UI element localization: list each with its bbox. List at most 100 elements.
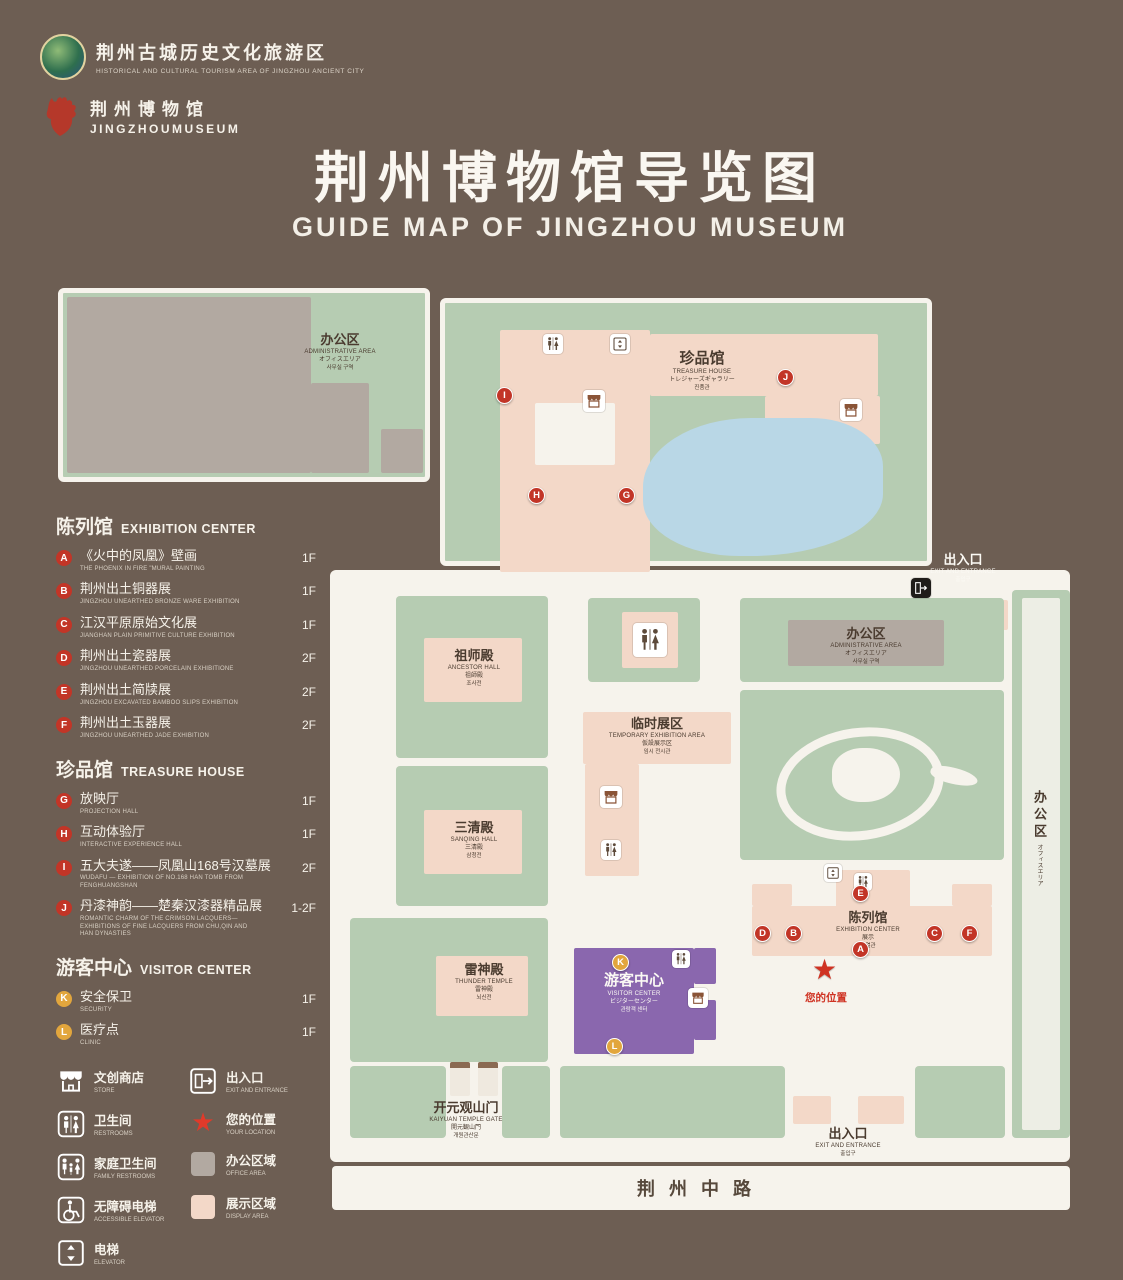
gate-label: 开元观山门 KAIYUAN TEMPLE GATE 開元観山門 개원관산문 (429, 1100, 503, 1139)
garden-pond-shape (832, 748, 900, 802)
map-marker-b: B (785, 925, 802, 942)
temp-exhibition-label: 临时展区 TEMPORARY EXHIBITION AREA 仮設展示区 임시 … (608, 716, 706, 755)
store-icon (840, 399, 862, 421)
map-marker-g: G (618, 487, 635, 504)
admin-top-label: 办公区 ADMINISTRATIVE AREA オフィスエリア 사무실 구역 (304, 332, 376, 371)
treasure-label: 珍品馆 TREASURE HOUSE トレジャーズギャラリー 진품관 (669, 350, 735, 392)
legend-section-exhibition: 陈列馆 EXHIBITION CENTER (56, 512, 316, 539)
pond (643, 418, 883, 556)
museum-deer-icon (46, 97, 76, 136)
temp-exhibition-building (583, 712, 731, 764)
marker-d: D (56, 650, 72, 667)
zone-thunder (350, 918, 548, 1062)
map-marker-d: D (754, 925, 771, 942)
floor-badge: 1F (301, 991, 316, 1006)
marker-k: K (56, 990, 72, 1007)
visitor-center-annex-bottom (694, 1000, 716, 1040)
admin-right-building (788, 620, 944, 666)
family-restroom-icon (57, 1153, 85, 1180)
museum-title: 荆州博物馆 (90, 99, 210, 119)
map-marker-h: H (528, 487, 545, 504)
admin-top-annex (381, 429, 423, 473)
store-icon (600, 786, 622, 808)
museum-logo-block: 荆州博物馆 JINGZHOUMUSEUM (40, 92, 240, 138)
marker-a: A (56, 550, 72, 566)
map-marker-f: F (961, 925, 978, 942)
map-marker-a: A (852, 941, 869, 958)
floor-badge: 1F (301, 617, 316, 632)
tourism-logo-block: 荆州古城历史文化旅游区 HISTORICAL AND CULTURAL TOUR… (40, 34, 364, 80)
exhibition-building-right-wing (952, 884, 992, 906)
floor-badge: 2F (301, 860, 316, 875)
elevator-icon (610, 334, 630, 354)
admin-top-building-wing (311, 383, 369, 473)
museum-subtitle: JINGZHOUMUSEUM (90, 121, 241, 136)
map-marker-e: E (852, 885, 869, 902)
marker-j: J (56, 900, 72, 917)
page-title: 荆州博物馆导览图 (313, 147, 826, 209)
tourism-logo-icon (40, 34, 86, 80)
zone-sanqing (396, 766, 548, 906)
tourism-title: 荆州古城历史文化旅游区 (96, 43, 327, 63)
office-area-swatch (191, 1151, 215, 1176)
floor-badge: 1F (301, 827, 316, 842)
restroom-icon (543, 334, 563, 354)
treasure-building-north (650, 334, 878, 396)
zone-admin-right (740, 598, 1004, 682)
legend-section-treasure: 珍品馆 TREASURE HOUSE (56, 759, 245, 781)
tourism-subtitle: HISTORICAL AND CULTURAL TOURISM AREA OF … (96, 68, 365, 75)
admin-strip-label: 办公区 オフィスエリア (1032, 790, 1047, 886)
treasure-courtyard (535, 403, 615, 465)
floor-badge: 1F (301, 1025, 316, 1040)
section-title-en: EXHIBITION CENTER (121, 522, 256, 536)
admin-right-label: 办公区 ADMINISTRATIVE AREA オフィスエリア 사무실 구역 (830, 626, 902, 665)
gate-pillar (450, 1062, 470, 1096)
restroom-icon (672, 950, 690, 968)
thunder-label: 雷神殿 THUNDER TEMPLE 雷神殿 뇌신전 (455, 962, 513, 1001)
exit-icon (190, 1068, 216, 1094)
legend-section-visitor: 游客中心 VISITOR CENTER (56, 957, 252, 979)
exit-icon (911, 578, 931, 598)
ancestor-building (424, 638, 522, 702)
floor-badge: 2F (301, 684, 316, 699)
display-area-swatch (191, 1194, 215, 1219)
gate-pillar (478, 1062, 498, 1096)
map-marker-c: C (926, 925, 943, 942)
exit-bottom-label: 出入口 EXIT AND ENTRANCE 출입구 (815, 1126, 881, 1157)
elevator-icon (58, 1240, 84, 1266)
visitor-center-annex-top (694, 948, 716, 984)
marker-i: I (56, 859, 72, 876)
marker-l: L (56, 1024, 72, 1041)
floor-badge: 1F (301, 793, 316, 808)
floor-badge: 1F (301, 584, 316, 599)
exhibition-building-top (836, 870, 910, 908)
sanqing-label: 三清殿 SANQING HALL 三清殿 삼청전 (450, 820, 498, 859)
location-star-icon: ★ (191, 1107, 215, 1138)
floor-badge: 2F (301, 718, 316, 733)
zone-ancestor (396, 596, 548, 758)
map-marker-k: K (612, 954, 629, 971)
ancestor-label: 祖师殿 ANCESTOR HALL 祖師殿 조사전 (447, 648, 501, 687)
marker-b: B (56, 583, 72, 600)
restroom-icon (57, 1110, 85, 1137)
zone-admin-top (58, 288, 430, 482)
zone-treasure (440, 298, 932, 572)
section-title-zh: 陈列馆 (56, 517, 114, 538)
lawn-south-2 (502, 1066, 550, 1138)
marker-h: H (56, 826, 72, 843)
